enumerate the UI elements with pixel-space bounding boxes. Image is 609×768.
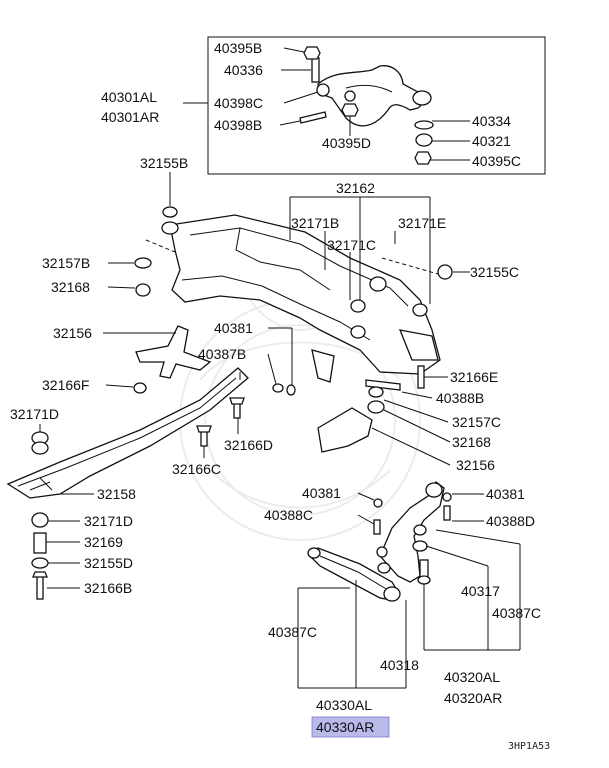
label-32171D-lower[interactable]: 32171D — [84, 513, 133, 529]
label-40301AL[interactable]: 40301AL — [101, 89, 157, 105]
bracket-left — [133, 325, 212, 394]
label-40381-left[interactable]: 40381 — [302, 485, 341, 501]
lower-arm — [379, 481, 445, 585]
label-32156-left[interactable]: 32156 — [53, 325, 92, 341]
label-40381-right[interactable]: 40381 — [486, 486, 525, 502]
label-40388C[interactable]: 40388C — [264, 507, 313, 523]
label-32171E[interactable]: 32171E — [398, 215, 446, 231]
label-32171B[interactable]: 32171B — [291, 215, 339, 231]
label-40388D[interactable]: 40388D — [486, 513, 535, 529]
label-40387C-left[interactable]: 40387C — [268, 624, 317, 640]
label-40321[interactable]: 40321 — [472, 133, 511, 149]
label-32156-right[interactable]: 32156 — [456, 457, 495, 473]
label-32166F[interactable]: 32166F — [42, 377, 89, 393]
diagram-code: 3HP1A53 — [508, 741, 550, 752]
label-40318[interactable]: 40318 — [380, 657, 419, 673]
label-32162[interactable]: 32162 — [336, 180, 375, 196]
label-40330AR[interactable]: 40330AR — [316, 719, 374, 735]
label-40388B[interactable]: 40388B — [436, 390, 484, 406]
trailing-arm — [307, 492, 452, 602]
label-32168-upper[interactable]: 32168 — [51, 279, 90, 295]
upper-arm-inset — [207, 36, 546, 175]
label-32169[interactable]: 32169 — [84, 534, 123, 550]
upper-arm — [317, 65, 424, 127]
label-32166C[interactable]: 32166C — [172, 461, 221, 477]
label-32155C[interactable]: 32155C — [470, 264, 519, 280]
middle-fasteners — [196, 365, 425, 447]
bracket-right — [317, 386, 385, 453]
label-32157B[interactable]: 32157B — [42, 255, 90, 271]
label-32171D-upper[interactable]: 32171D — [10, 406, 59, 422]
label-32155B[interactable]: 32155B — [140, 155, 188, 171]
label-32166E[interactable]: 32166E — [450, 369, 498, 385]
label-40395B[interactable]: 40395B — [214, 40, 262, 56]
label-40395C[interactable]: 40395C — [472, 153, 521, 169]
label-40320AR[interactable]: 40320AR — [444, 690, 502, 706]
label-40317[interactable]: 40317 — [461, 583, 500, 599]
part-labels: 40395B 40336 40301AL 40301AR 40398C 4039… — [10, 40, 550, 752]
leader-lines — [39, 47, 521, 689]
label-32157C[interactable]: 32157C — [452, 414, 501, 430]
label-40398B[interactable]: 40398B — [214, 117, 262, 133]
label-40334[interactable]: 40334 — [472, 113, 511, 129]
lower-member — [6, 367, 249, 600]
label-40301AR[interactable]: 40301AR — [101, 109, 159, 125]
label-32171C[interactable]: 32171C — [327, 237, 376, 253]
label-40330AL[interactable]: 40330AL — [316, 697, 372, 713]
label-40381-upper[interactable]: 40381 — [214, 320, 253, 336]
crossmember — [134, 206, 453, 383]
label-32155D[interactable]: 32155D — [84, 555, 133, 571]
label-32158[interactable]: 32158 — [97, 486, 136, 502]
label-40398C[interactable]: 40398C — [214, 95, 263, 111]
label-40336[interactable]: 40336 — [224, 62, 263, 78]
label-40387C-right[interactable]: 40387C — [492, 605, 541, 621]
label-32166B[interactable]: 32166B — [84, 580, 132, 596]
label-32166D[interactable]: 32166D — [224, 437, 273, 453]
highlight-40330AR — [311, 716, 390, 738]
label-40395D[interactable]: 40395D — [322, 135, 371, 151]
label-40320AL[interactable]: 40320AL — [444, 669, 500, 685]
label-40387B[interactable]: 40387B — [198, 346, 246, 362]
label-32168-lower[interactable]: 32168 — [452, 434, 491, 450]
